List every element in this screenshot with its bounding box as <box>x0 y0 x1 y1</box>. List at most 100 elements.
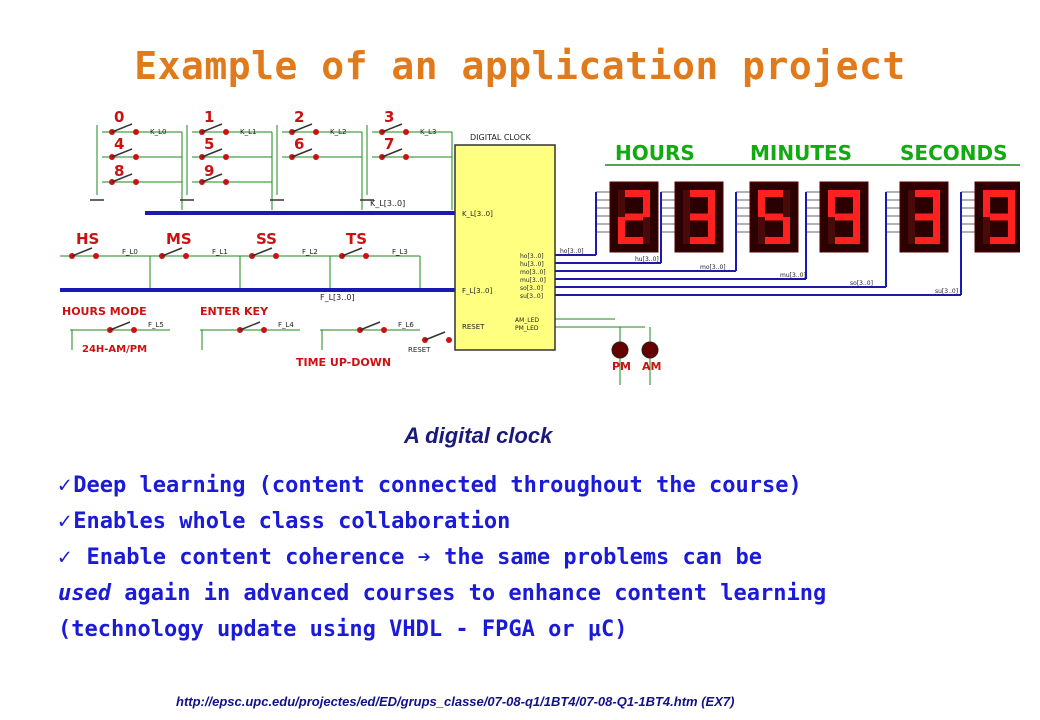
display-bus-tag: ho[3..0] <box>560 248 584 255</box>
display-segment <box>643 217 650 244</box>
display-segment <box>1008 190 1015 217</box>
bullet-text-cont: the same problems can be <box>430 545 763 570</box>
schematic-wires: K_L[3..0]F_L[3..0]ho[3..0]hu[3..0]mo[3..… <box>60 125 1020 385</box>
clock-block-body <box>454 144 556 351</box>
key-tag: K_L1 <box>240 128 256 136</box>
key-label: 6 <box>294 135 304 153</box>
bullet-item: ✓Deep learning (content connected throug… <box>58 468 1018 504</box>
switch-contact <box>223 179 229 185</box>
switch-contact <box>261 327 267 333</box>
emphasis-word: used <box>58 581 111 606</box>
switch-lever <box>161 247 183 257</box>
display-segment <box>853 190 860 217</box>
key-label: 0 <box>114 108 124 126</box>
switch-contact <box>403 129 409 135</box>
switch-contact <box>403 154 409 160</box>
display-segment <box>758 217 765 244</box>
digital-clock-block: DIGITAL CLOCKK_L[3..0]F_L[3..0]RESETho[3… <box>408 133 556 354</box>
block-pin-right: so[3..0] <box>520 285 543 292</box>
clock-block-title: DIGITAL CLOCK <box>470 133 531 142</box>
key-tag: K_L2 <box>330 128 346 136</box>
display-segment <box>758 190 765 217</box>
check-icon: ✓ <box>58 509 72 534</box>
switch-contact <box>446 337 452 343</box>
switch-lever <box>381 148 403 158</box>
display-bus-tag: su[3..0] <box>935 288 958 295</box>
switch-lever <box>251 247 273 257</box>
switch-contact <box>381 327 387 333</box>
lamp-body <box>611 341 629 359</box>
display-segment <box>828 237 860 244</box>
key-label: 1 <box>204 108 214 126</box>
display-segment <box>983 213 1015 221</box>
fkey-tag: F_L1 <box>212 248 228 256</box>
check-icon: ✓ <box>58 545 72 570</box>
display-segment <box>618 190 650 197</box>
display-segment <box>783 217 790 244</box>
display-segment <box>708 217 715 244</box>
lamp-body <box>641 341 659 359</box>
switch-lever <box>201 123 223 133</box>
display-segment <box>708 190 715 217</box>
display-segment <box>983 237 1015 244</box>
block-pin-left: RESET <box>462 323 485 331</box>
display-bus-tag: mu[3..0] <box>780 272 806 279</box>
seven-segment-displays: HOURS MINUTES SECONDS <box>609 141 1020 253</box>
switch-contact <box>223 154 229 160</box>
display-segment <box>758 213 790 221</box>
switch-contact <box>133 154 139 160</box>
bullet-text: Deep learning (content connected through… <box>73 473 802 498</box>
group-label: MINUTES <box>750 141 852 165</box>
switch-contact <box>131 327 137 333</box>
group-label: HOURS <box>615 141 695 165</box>
key-label: 3 <box>384 108 394 126</box>
key-tag: K_L0 <box>150 128 166 136</box>
display-segment <box>933 190 940 217</box>
switch-lever <box>111 123 133 133</box>
switch-contact <box>313 129 319 135</box>
arrow-right-icon: ➔ <box>417 545 431 570</box>
slide-title: Example of an application project <box>134 44 906 88</box>
function-key-label: SS <box>256 230 277 248</box>
display-bus-tag: hu[3..0] <box>635 256 659 263</box>
lamp-label: PM <box>612 360 631 373</box>
display-segment <box>618 213 650 221</box>
fkey-tag: F_L2 <box>302 248 318 256</box>
block-pin-left: K_L[3..0] <box>462 210 493 218</box>
display-segment <box>683 237 715 244</box>
switch-contact <box>273 253 279 259</box>
switch-lever <box>111 173 133 183</box>
key-label: 7 <box>384 135 394 153</box>
function-key-label: TS <box>346 230 367 248</box>
figure-caption: A digital clock <box>404 423 553 448</box>
display-segment <box>908 213 940 221</box>
bottom-switch-tag: F_L5 <box>148 321 164 329</box>
display-segment <box>758 190 790 197</box>
block-led-pin: PM_LED <box>515 325 539 332</box>
key-label: 4 <box>114 135 124 153</box>
bullet-item: ✓Enables whole class collaboration <box>58 504 1018 540</box>
display-segment <box>1008 217 1015 244</box>
switch-lever <box>111 148 133 158</box>
bus-f-label: F_L[3..0] <box>320 293 355 302</box>
display-segment <box>683 190 715 197</box>
bullet-list: ✓Deep learning (content connected throug… <box>58 468 1018 648</box>
key-label: 2 <box>294 108 304 126</box>
switch-lever <box>381 123 403 133</box>
bullet-line-3: (technology update using VHDL - FPGA or … <box>58 617 628 642</box>
group-label: SECONDS <box>900 141 1008 165</box>
bullet-text: Enables whole class collaboration <box>73 509 511 534</box>
block-pin-right: mu[3..0] <box>520 277 546 284</box>
switch-contact <box>223 129 229 135</box>
display-segment <box>683 213 715 221</box>
display-segment <box>643 190 650 217</box>
bullet-item: ✓ Enable content coherence ➔ the same pr… <box>58 540 1018 648</box>
switch-contact <box>133 179 139 185</box>
fkey-tag: F_L0 <box>122 248 138 256</box>
display-segment <box>933 217 940 244</box>
fkey-tag: F_L3 <box>392 248 408 256</box>
switch-contact <box>93 253 99 259</box>
